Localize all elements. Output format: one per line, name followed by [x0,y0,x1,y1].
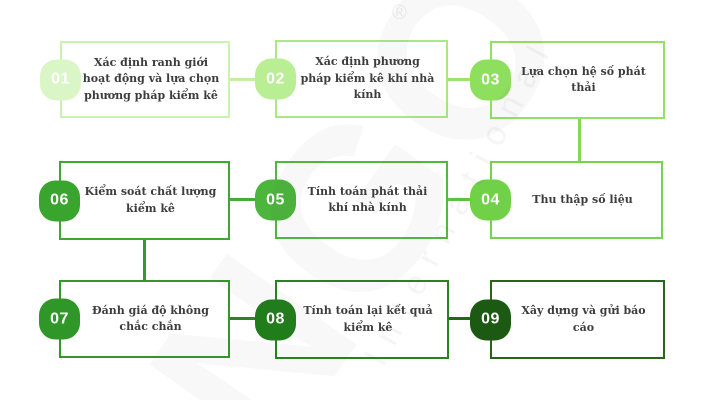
step-label: Kiểm soát chất lượng kiểm kê [84,185,217,215]
connector-04-05 [446,198,472,201]
step-number-badge: 05 [255,179,296,221]
connector-01-02 [230,78,256,81]
step-label: Xây dựng và gửi báo cáo [521,304,646,334]
step-number-badge: 03 [470,59,511,101]
step-label: Đánh giá độ không chắc chắn [92,303,209,334]
connector-06-07 [143,238,146,282]
process-step-09: 09 Xây dựng và gửi báo cáo [470,280,665,359]
step-label: Tính toán phát thải khí nhà kính [307,184,428,215]
connector-05-06 [228,198,255,201]
registered-trademark-icon: ® [392,2,407,24]
process-step-02: 02 Xác định phương pháp kiểm kê khí nhà … [255,40,448,118]
process-step-06: 06 Kiểm soát chất lượng kiểm kê [39,161,230,240]
step-label: Tính toán lại kết quả kiểm kê [303,304,433,334]
step-number-badge: 04 [470,179,511,221]
connector-08-09 [447,317,472,320]
step-number-badge: 07 [39,298,80,340]
step-number-badge: 09 [470,299,511,340]
step-label: Lựa chọn hệ số phát thải [521,64,646,95]
connector-02-03 [446,78,472,81]
process-step-07: 07 Đánh giá độ không chắc chắn [39,280,230,358]
step-number-badge: 08 [255,299,296,340]
step-label: Thu thập số liệu [532,192,633,206]
connector-03-04 [578,117,581,163]
process-step-05: 05 Tính toán phát thải khí nhà kính [255,161,448,239]
step-label: Xác định phương pháp kiểm kê khí nhà kín… [300,55,435,102]
process-step-03: 03 Lựa chọn hệ số phát thải [470,41,665,119]
process-step-01: 01 Xác định ranh giới hoạt động và lựa c… [40,41,230,118]
step-number-badge: 01 [40,59,81,100]
connector-07-08 [228,317,255,320]
process-step-04: 04 Thu thập số liệu [470,161,663,239]
step-label: Xác định ranh giới hoạt động và lựa chọn… [82,55,220,102]
process-step-08: 08 Tính toán lại kết quả kiểm kê [255,280,449,359]
step-number-badge: 06 [39,180,80,221]
step-number-badge: 02 [255,58,296,100]
